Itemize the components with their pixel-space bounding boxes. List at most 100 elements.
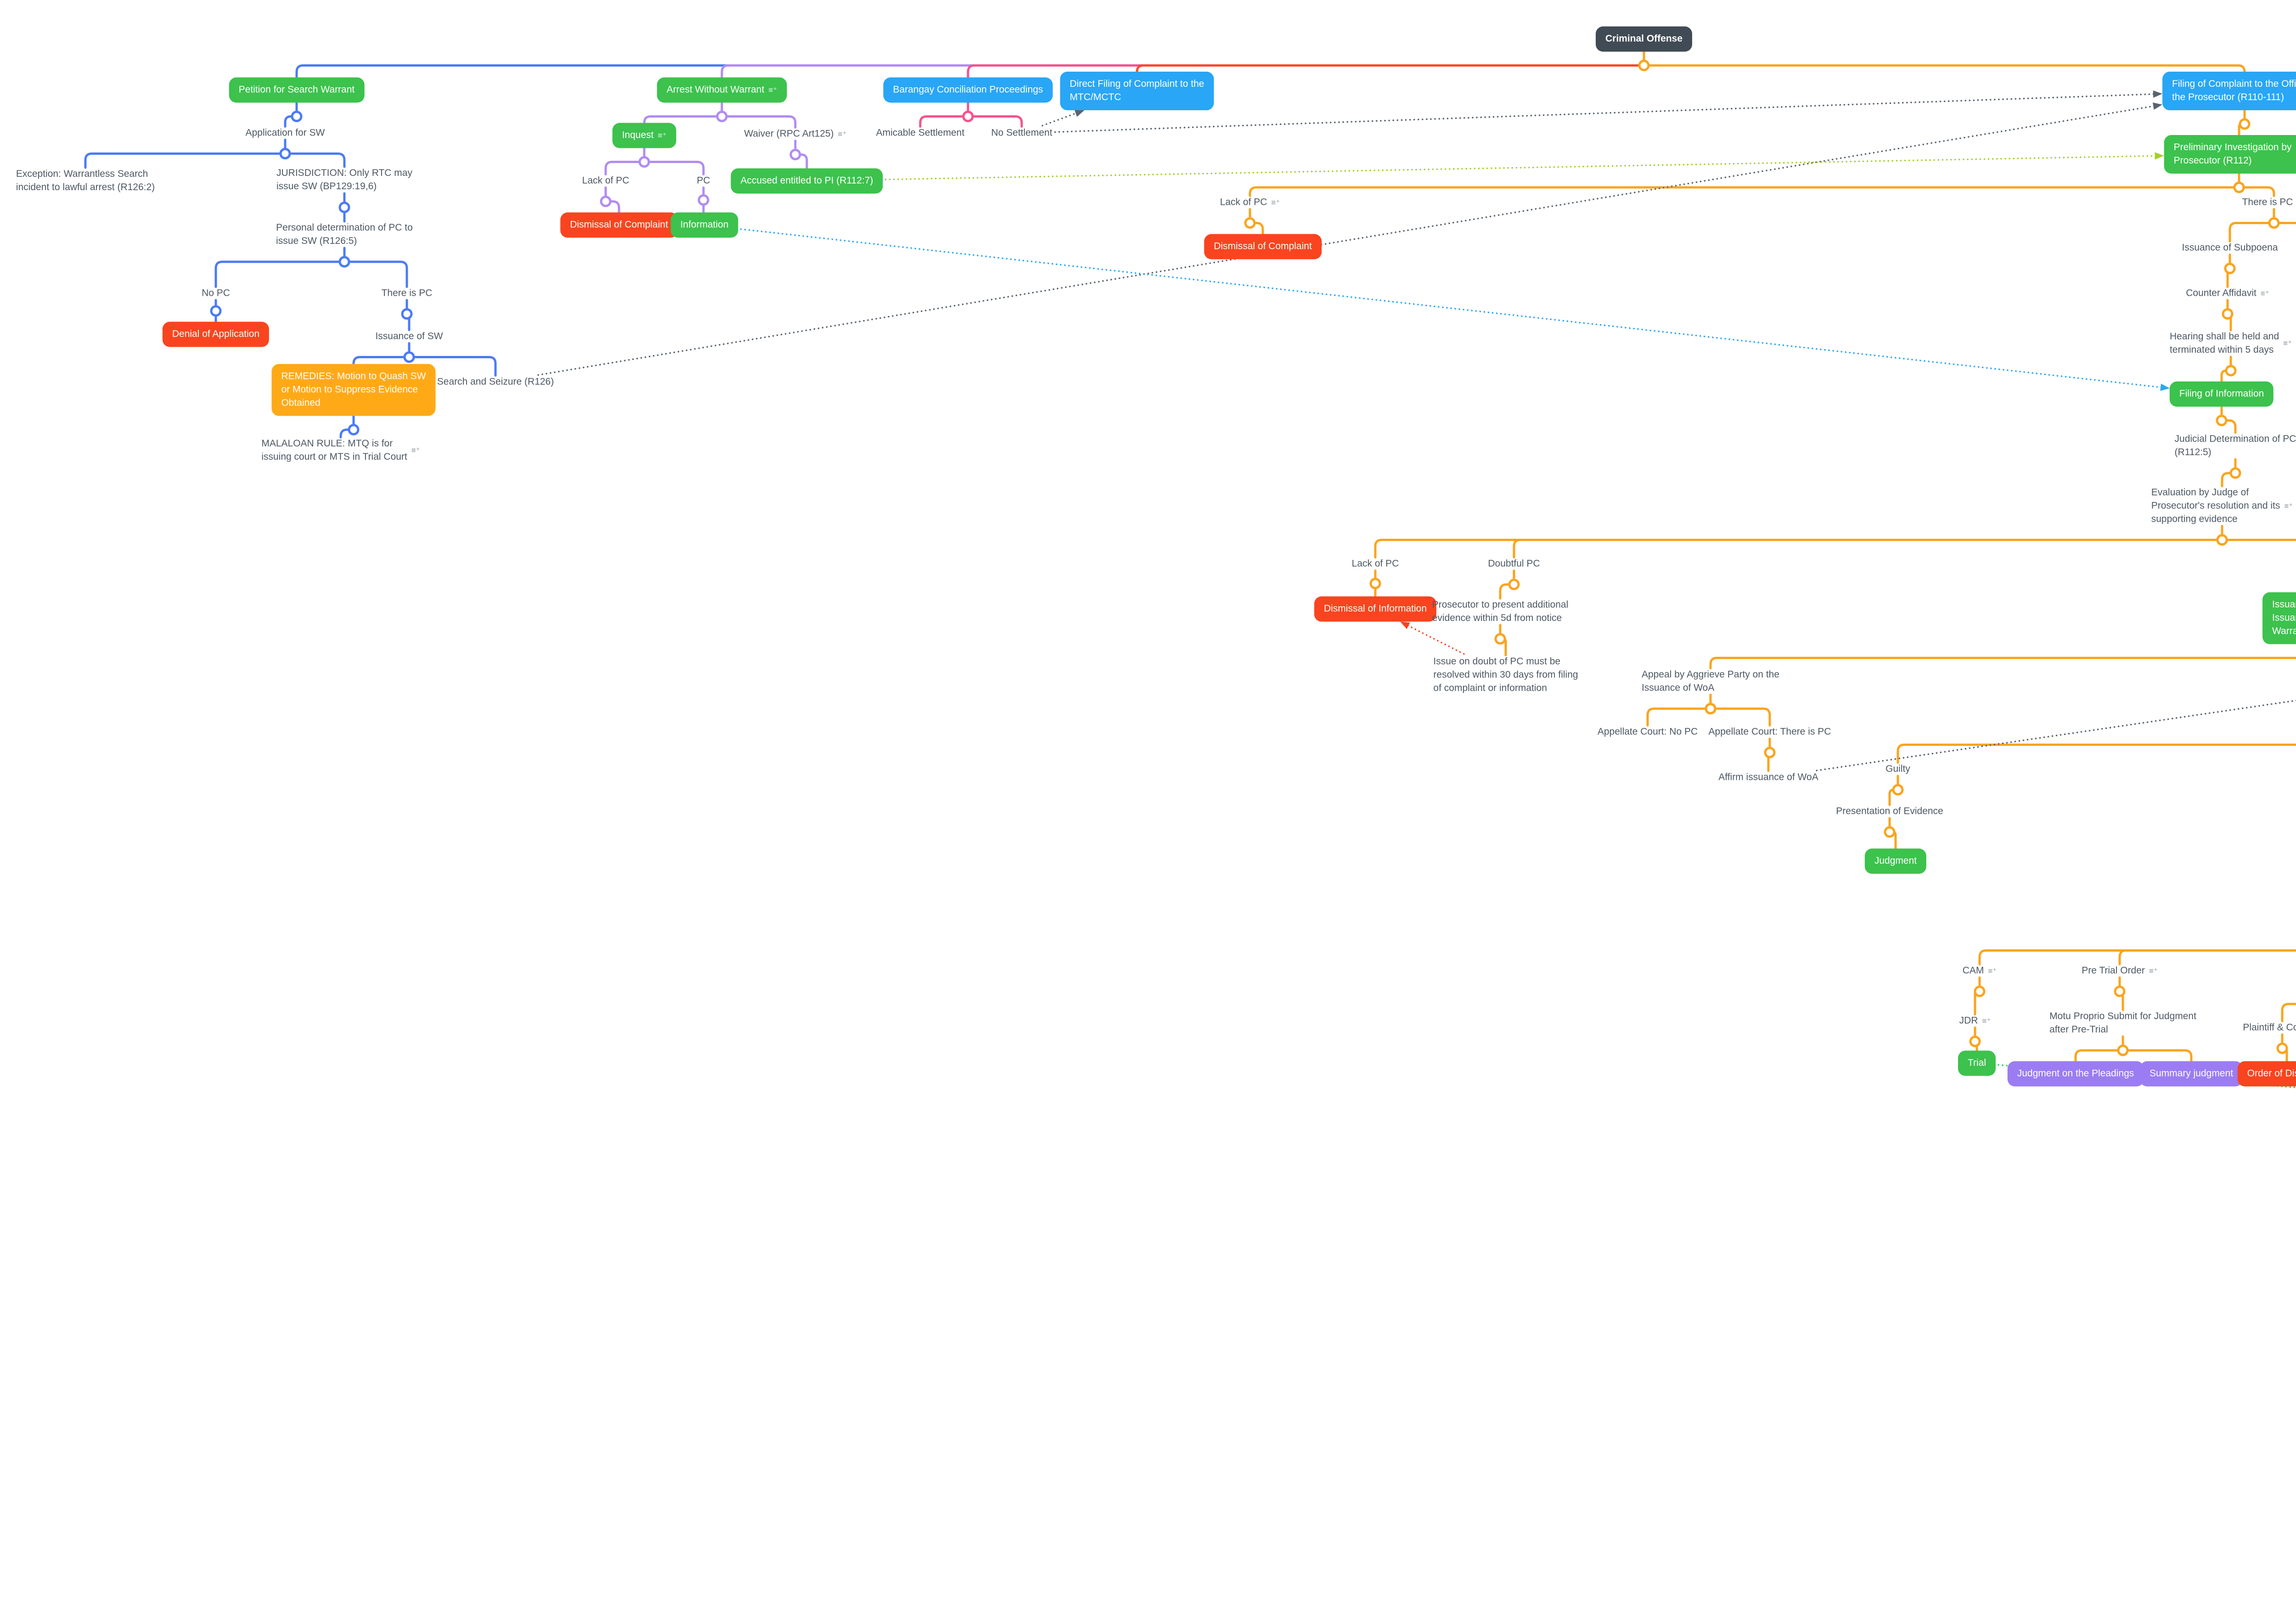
dismissal-complaint-1-label: Dismissal of Complaint xyxy=(570,219,668,230)
guilty[interactable]: Guilty xyxy=(1885,763,1910,776)
trial-small[interactable]: Trial xyxy=(1958,1050,1996,1076)
lack-pc-inq[interactable]: Lack of PC xyxy=(582,175,630,188)
amicable[interactable]: Amicable Settlement xyxy=(876,127,965,140)
there-is-pc-pi[interactable]: There is PC≡⁺ xyxy=(2242,196,2296,209)
malaloan[interactable]: MALALOAN RULE: MTQ is for issuing court … xyxy=(261,437,420,464)
note-icon: ≡⁺ xyxy=(411,446,420,455)
application-sw-label: Application for SW xyxy=(245,127,325,138)
denial-label: Denial of Application xyxy=(172,328,260,339)
issuance-sw[interactable]: Issuance of SW xyxy=(375,330,443,344)
issuance-warrant[interactable]: Issuance of Warrant of Arrest; or Issuan… xyxy=(2262,592,2296,644)
link-no-settlement-direct-filing-arrowhead xyxy=(1074,110,1085,117)
note-icon: ≡⁺ xyxy=(768,85,777,95)
edge-lack-pc-jd-dismissal-information-junction xyxy=(1369,578,1381,589)
appeal-aggrieve[interactable]: Appeal by Aggrieve Party on the Issuance… xyxy=(1642,668,1779,695)
lack-pc-inq-label: Lack of PC xyxy=(582,175,630,186)
no-pc[interactable]: No PC xyxy=(202,287,230,300)
note-icon: ≡⁺ xyxy=(2149,966,2158,976)
link-no-settlement-filing-prosecutor-arrowhead xyxy=(2153,90,2162,98)
denial[interactable]: Denial of Application xyxy=(162,321,270,347)
edge-inquest-pc-inq xyxy=(643,147,705,175)
there-is-pc-sw[interactable]: There is PC xyxy=(382,287,433,300)
appellate-no-pc[interactable]: Appellate Court: No PC xyxy=(1598,726,1698,739)
motu-proprio-label: Motu Proprio Submit for Judgment after P… xyxy=(2049,1011,2196,1035)
issue-doubt[interactable]: Issue on doubt of PC must be resolved wi… xyxy=(1433,655,1578,695)
edge-prelim-inv-there-is-pc-pi-junction xyxy=(2233,181,2245,193)
appellate-no-pc-label: Appellate Court: No PC xyxy=(1597,726,1698,737)
lack-pc-jd[interactable]: Lack of PC xyxy=(1352,558,1399,571)
edge-hearing-5days-filing-information-junction xyxy=(2225,365,2237,377)
dismissal-complaint-1[interactable]: Dismissal of Complaint xyxy=(560,212,678,238)
edge-remedies-malaloan-junction xyxy=(348,424,360,435)
judgment-1[interactable]: Judgment xyxy=(1864,848,1927,874)
dismissal-information[interactable]: Dismissal of Information xyxy=(1314,596,1437,622)
application-sw[interactable]: Application for SW xyxy=(246,127,325,140)
trial-small-label: Trial xyxy=(1967,1057,1986,1068)
affirm-woa[interactable]: Affirm issuance of WoA xyxy=(1718,771,1818,784)
dismissal-complaint-2[interactable]: Dismissal of Complaint xyxy=(1204,234,1322,259)
affirm-woa-label: Affirm issuance of WoA xyxy=(1718,772,1818,783)
jurisdiction[interactable]: JURISDICTION: Only RTC may issue SW (BP1… xyxy=(276,167,412,193)
direct-filing[interactable]: Direct Filing of Complaint to the MTC/MC… xyxy=(1060,72,1214,110)
jotp-1[interactable]: Judgment on the Pleadings xyxy=(2007,1061,2144,1087)
edge-filing-prosecutor-prelim-inv-junction xyxy=(2239,118,2251,130)
edge-personal-det-there-is-pc-sw-junction xyxy=(338,256,350,268)
edge-arrest-ww-inquest xyxy=(643,102,723,124)
inquest[interactable]: Inquest ≡⁺ xyxy=(612,123,676,148)
note-icon: ≡⁺ xyxy=(2260,289,2269,298)
pretrial-order[interactable]: Pre Trial Order≡⁺ xyxy=(2082,964,2158,978)
filing-information-label: Filing of Information xyxy=(2179,388,2264,399)
link-affirm-woa-preventive-detention xyxy=(1816,699,2296,772)
filing-information[interactable]: Filing of Information xyxy=(2169,381,2274,407)
edge-trial-failure-plaintiff-counsel xyxy=(2281,1003,2296,1022)
prosecutor-additional[interactable]: Prosecutor to present additional evidenc… xyxy=(1432,598,1569,625)
plaintiff-counsel-label: Plaintiff & Counsel xyxy=(2243,1022,2296,1033)
edge-application-sw-jurisdiction-junction xyxy=(279,148,291,159)
link-no-settlement-direct-filing xyxy=(1041,112,1079,127)
judicial-det[interactable]: Judicial Determination of PC (R112:5) xyxy=(2175,433,2296,459)
remedies[interactable]: REMEDIES: Motion to Quash SW or Motion t… xyxy=(271,364,436,416)
root[interactable]: Criminal Offense xyxy=(1595,26,1693,52)
evaluation[interactable]: Evaluation by Judge of Prosecutor's reso… xyxy=(2151,486,2293,526)
order-dismissal[interactable]: Order of Dismissal xyxy=(2237,1061,2296,1087)
edge-motu-proprio-summary-judgment-junction xyxy=(2117,1044,2129,1056)
barangay[interactable]: Barangay Conciliation Proceedings xyxy=(883,77,1053,103)
edge-prosecutor-additional-issue-doubt-junction xyxy=(1494,633,1506,645)
lack-pc-jd-label: Lack of PC xyxy=(1351,558,1399,569)
filing-prosecutor[interactable]: Filing of Complaint to the Office of the… xyxy=(2162,72,2296,110)
exception[interactable]: Exception: Warrantless Search incident t… xyxy=(16,168,155,194)
presentation-evidence[interactable]: Presentation of Evidence xyxy=(1836,805,1943,818)
note-icon: ≡⁺ xyxy=(658,131,667,140)
personal-det[interactable]: Personal determination of PC to issue SW… xyxy=(276,221,413,248)
no-settlement[interactable]: No Settlement xyxy=(991,127,1052,140)
petition-sw[interactable]: Petition for Search Warrant xyxy=(229,77,365,103)
dismissal-information-label: Dismissal of Information xyxy=(1323,603,1427,614)
doubtful-pc[interactable]: Doubtful PC xyxy=(1488,558,1540,571)
information[interactable]: Information xyxy=(670,212,738,238)
summary-judgment[interactable]: Summary judgment xyxy=(2139,1061,2243,1087)
motu-proprio[interactable]: Motu Proprio Submit for Judgment after P… xyxy=(2049,1010,2196,1037)
issue-doubt-label: Issue on doubt of PC must be resolved wi… xyxy=(1433,656,1578,694)
arrest-ww[interactable]: Arrest Without Warrant≡⁺ xyxy=(657,77,787,103)
order-dismissal-label: Order of Dismissal xyxy=(2247,1068,2296,1079)
evaluation-label: Evaluation by Judge of Prosecutor's reso… xyxy=(2151,487,2280,525)
lack-pc-pi[interactable]: Lack of PC≡⁺ xyxy=(1220,196,1280,209)
waiver[interactable]: Waiver (RPC Art125)≡⁺ xyxy=(744,128,846,141)
hearing-5days[interactable]: Hearing shall be held and terminated wit… xyxy=(2170,330,2292,357)
edge-counter-affidavit-hearing-5days-junction xyxy=(2222,308,2234,320)
issuance-subpoena[interactable]: Issuance of Subpoena xyxy=(2182,242,2278,255)
jdr[interactable]: JDR≡⁺ xyxy=(1959,1015,1991,1028)
accused-pi[interactable]: Accused entitled to PI (R112:7) xyxy=(731,168,883,194)
appellate-there-pc[interactable]: Appellate Court: There is PC xyxy=(1709,726,1831,739)
barangay-label: Barangay Conciliation Proceedings xyxy=(893,84,1043,95)
plaintiff-counsel[interactable]: Plaintiff & Counsel xyxy=(2243,1021,2296,1035)
cam[interactable]: CAM≡⁺ xyxy=(1963,964,1997,978)
counter-affidavit[interactable]: Counter Affidavit≡⁺ xyxy=(2186,287,2269,300)
pc-inq[interactable]: PC xyxy=(697,175,710,188)
filing-prosecutor-label: Filing of Complaint to the Office of the… xyxy=(2172,79,2296,102)
judicial-det-label: Judicial Determination of PC (R112:5) xyxy=(2174,434,2296,457)
search-seizure[interactable]: Search and Seizure (R126) xyxy=(437,376,554,389)
prelim-inv[interactable]: Preliminary Investigation by Prosecutor … xyxy=(2164,135,2296,174)
edge-there-is-pc-pi-issuance-subpoena xyxy=(2228,208,2275,243)
inquest-label: Inquest xyxy=(622,130,654,141)
